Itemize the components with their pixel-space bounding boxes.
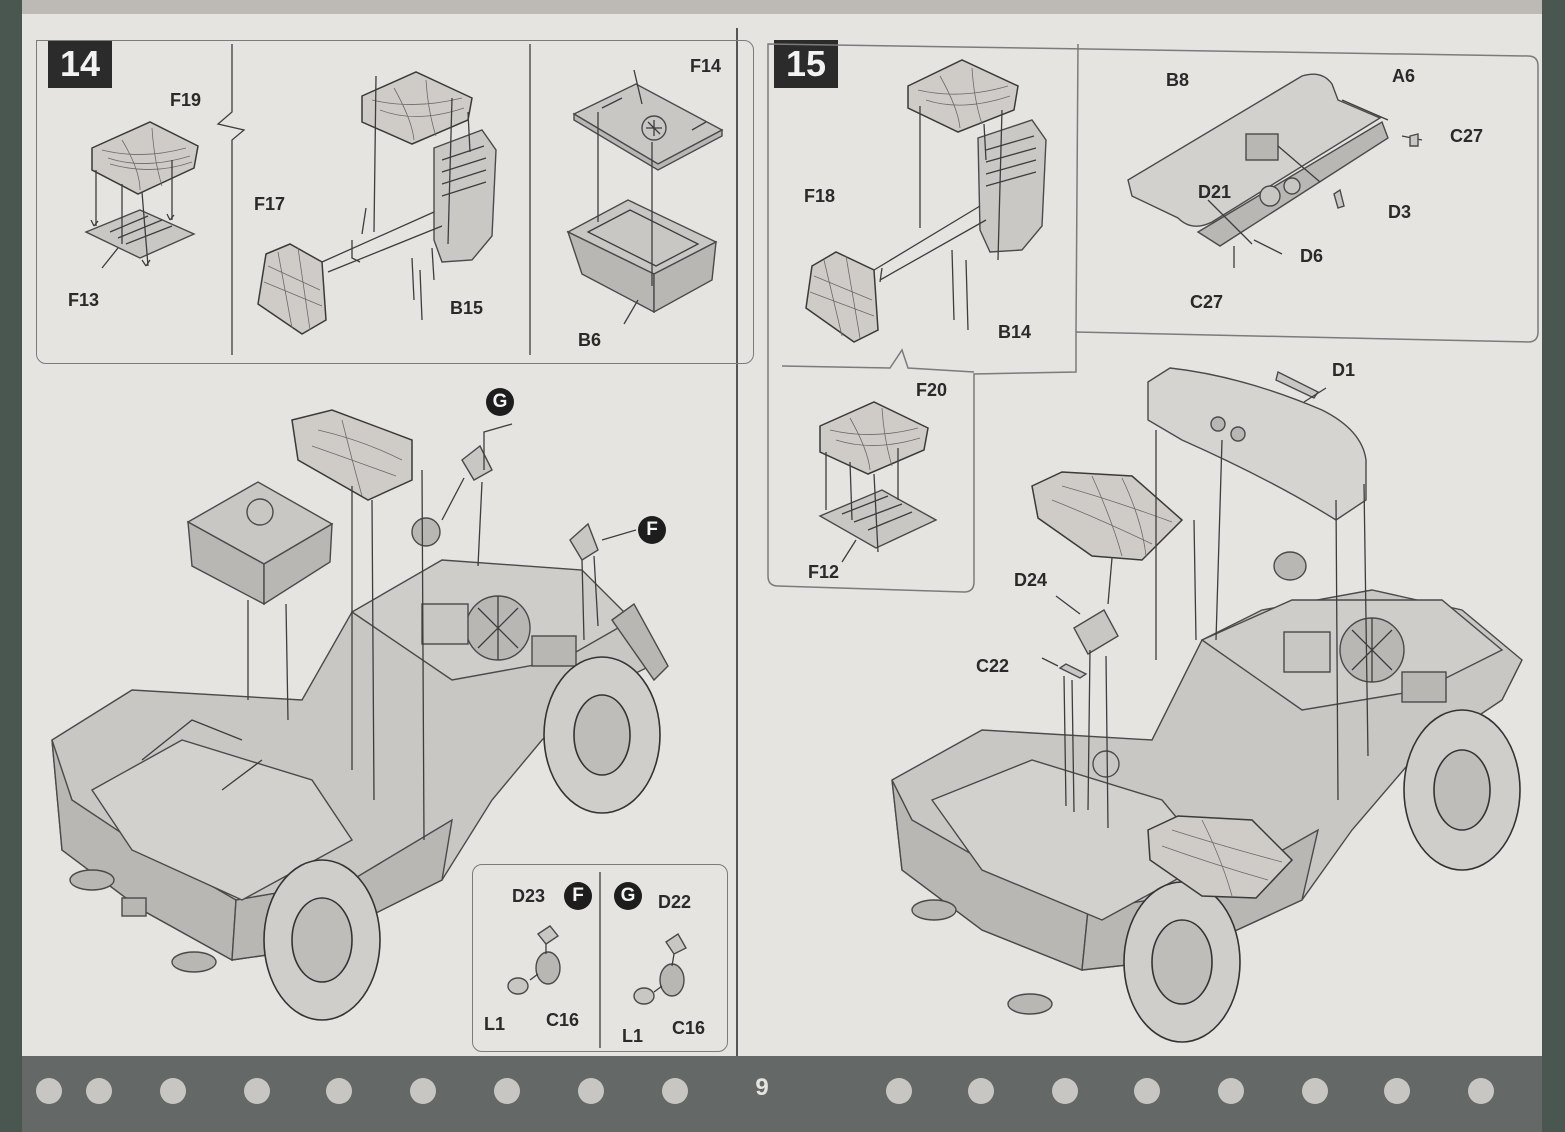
detail-label-d22: D22 <box>658 892 692 912</box>
part-label-f18: F18 <box>804 186 836 206</box>
seat-cushion-f19-drawing <box>84 121 199 269</box>
background-dot <box>326 1078 352 1104</box>
part-label-d24: D24 <box>1014 570 1048 590</box>
seat-frame-b15-drawing <box>257 71 497 335</box>
step-15-subassembly-panels <box>767 43 1539 593</box>
seat-cushion-f20-drawing <box>818 401 938 563</box>
detail-label-d23: D23 <box>512 886 546 906</box>
detail-marker-g: G <box>614 882 642 910</box>
part-label-a6: A6 <box>1392 66 1416 86</box>
part-label-d6: D6 <box>1300 246 1324 266</box>
part-label-f19: F19 <box>170 90 202 110</box>
dashboard-b8-drawing <box>1127 73 1423 268</box>
background-dot <box>494 1078 520 1104</box>
detail-marker-f: F <box>564 882 592 910</box>
background-dot <box>1052 1078 1078 1104</box>
instruction-page: 14 F19 F13 F17 B15 <box>22 0 1542 1132</box>
background-dot <box>968 1078 994 1104</box>
detail-label-c16-left: C16 <box>546 1010 580 1030</box>
step-14-marker-g: G <box>486 388 514 416</box>
part-label-b8: B8 <box>1166 70 1190 90</box>
step-14-panel-dividers <box>216 44 531 355</box>
step-14-detail-box <box>472 864 728 1052</box>
part-label-d3: D3 <box>1388 202 1412 222</box>
part-label-f20: F20 <box>916 380 948 400</box>
background-dot <box>1384 1078 1410 1104</box>
seat-frame-b14-drawing <box>805 59 1047 343</box>
part-label-f14: F14 <box>690 56 722 76</box>
step-14-marker-f: F <box>638 516 666 544</box>
background-dot <box>578 1078 604 1104</box>
background-dot <box>886 1078 912 1104</box>
page-divider <box>736 28 738 1070</box>
part-label-d21: D21 <box>1198 182 1232 202</box>
step-15-number: 15 <box>774 40 838 88</box>
part-label-f17: F17 <box>254 194 286 214</box>
part-label-d1: D1 <box>1332 360 1356 380</box>
page-top-edge <box>22 0 1542 14</box>
background-dot <box>244 1078 270 1104</box>
tank-box-b6-drawing <box>566 69 724 325</box>
background-dot <box>86 1078 112 1104</box>
background-dot <box>410 1078 436 1104</box>
part-label-f13: F13 <box>68 290 100 310</box>
background-dot <box>1134 1078 1160 1104</box>
background-dot <box>160 1078 186 1104</box>
step-14-number: 14 <box>48 40 112 88</box>
part-label-c27-top: C27 <box>1450 126 1484 146</box>
part-label-b15: B15 <box>450 298 484 318</box>
part-label-c27-bottom: C27 <box>1190 292 1224 312</box>
detail-label-c16-right: C16 <box>672 1018 706 1038</box>
lamp-detail-drawing <box>507 872 687 1048</box>
part-label-b14: B14 <box>998 322 1032 342</box>
page-number: 9 <box>755 1074 769 1101</box>
part-label-f12: F12 <box>808 562 840 582</box>
background-dot <box>1468 1078 1494 1104</box>
background-dot <box>662 1078 688 1104</box>
background-dot <box>1302 1078 1328 1104</box>
background-dot <box>1218 1078 1244 1104</box>
step-14-subassembly-panel <box>36 40 754 364</box>
part-label-b6: B6 <box>578 330 602 350</box>
background-dot <box>36 1078 62 1104</box>
step-14-vehicle-drawing <box>51 409 669 1021</box>
detail-label-l1-right: L1 <box>622 1026 644 1046</box>
detail-label-l1-left: L1 <box>484 1014 506 1034</box>
step-15-vehicle-drawing <box>891 367 1523 1043</box>
part-label-c22: C22 <box>976 656 1010 676</box>
page-bottom-band <box>22 1056 1542 1132</box>
